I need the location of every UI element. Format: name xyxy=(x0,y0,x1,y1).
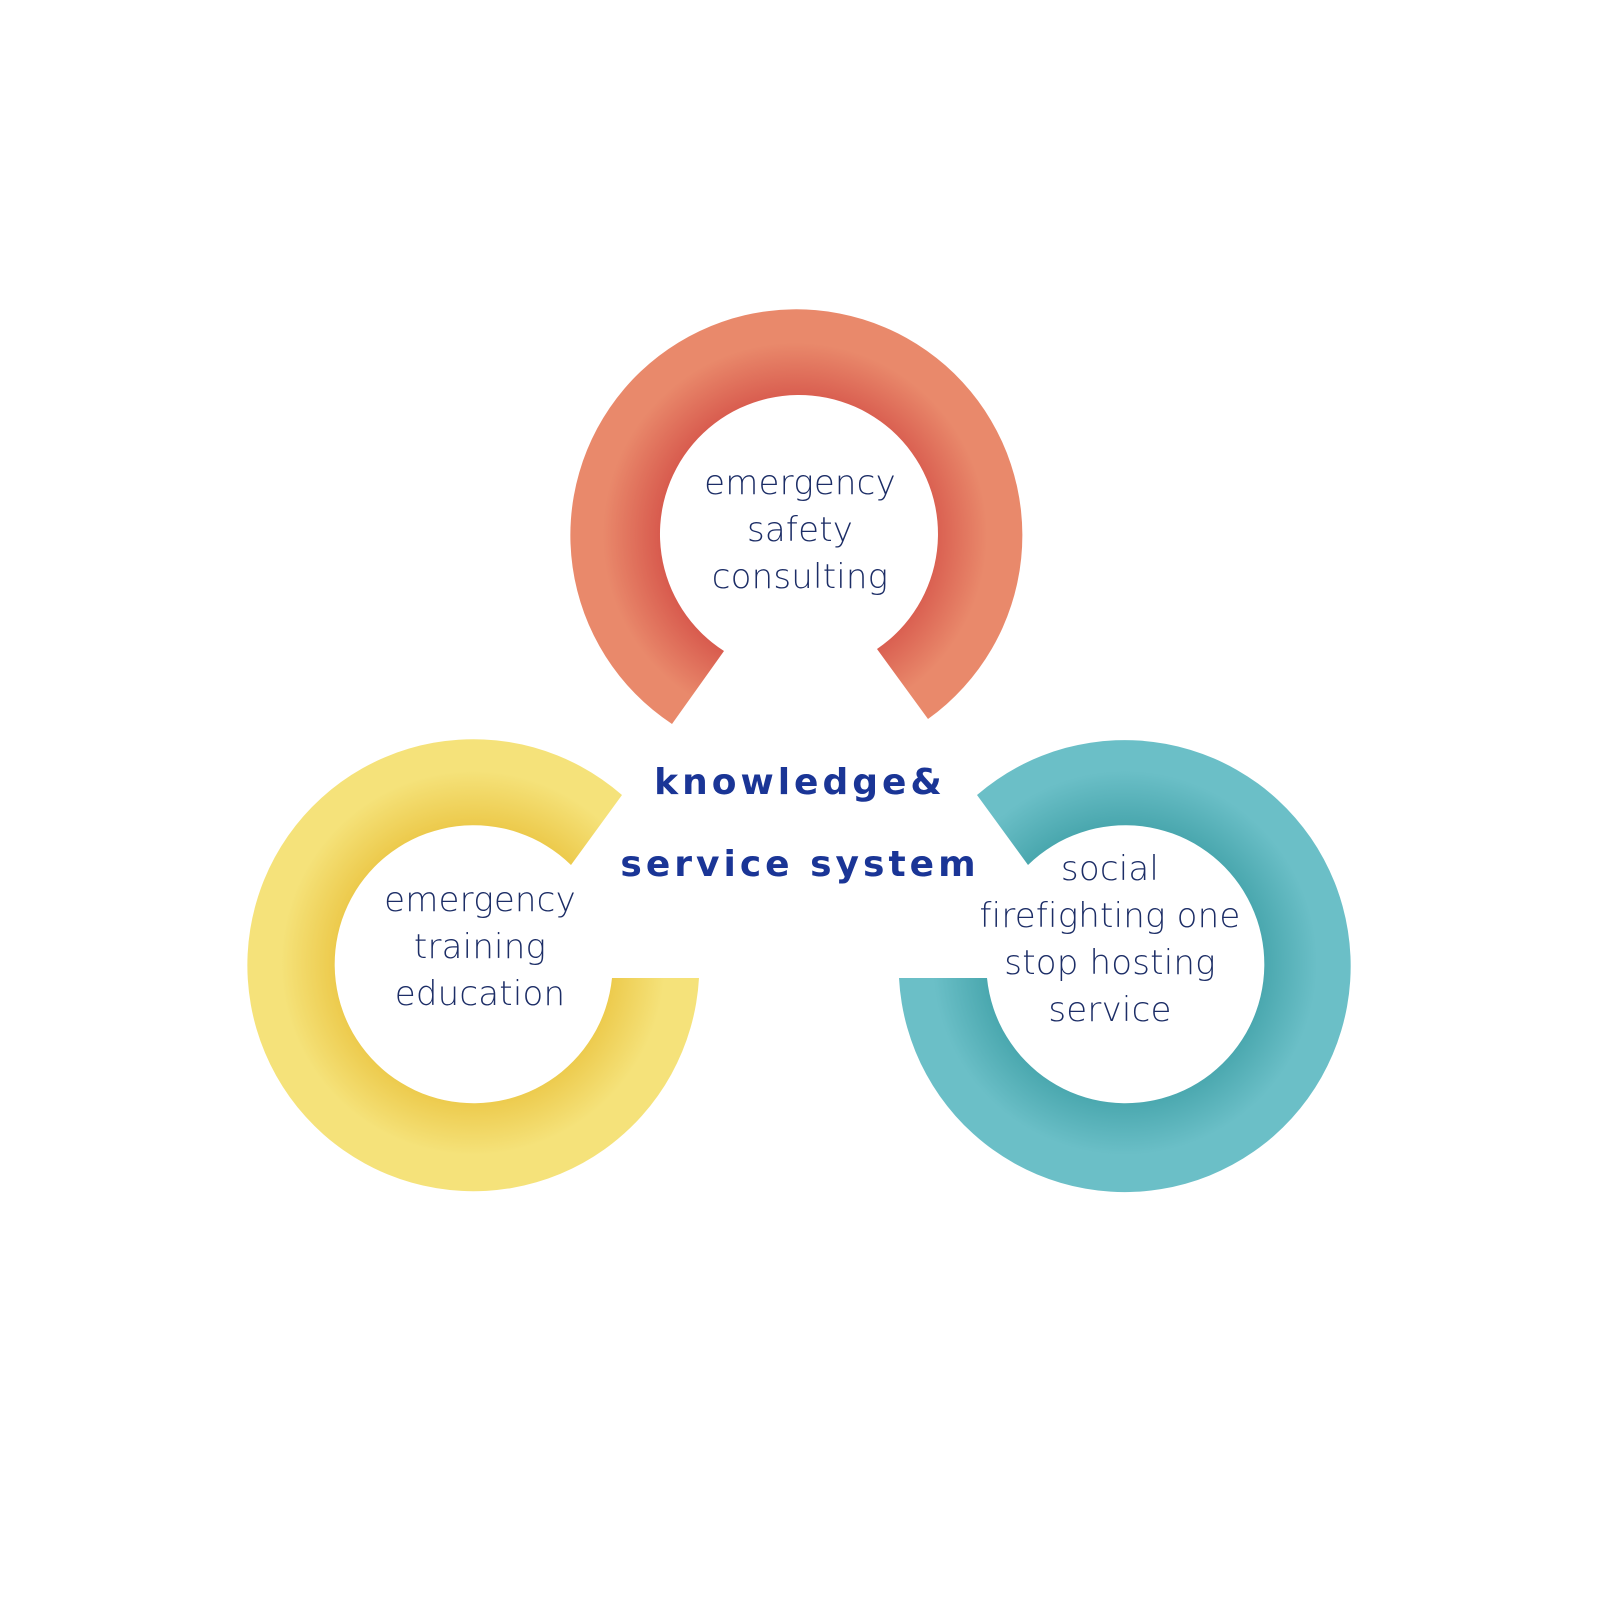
node-label-line: emergency xyxy=(704,463,896,503)
center-title-line2: service system xyxy=(620,844,980,885)
node-label-line: training xyxy=(413,927,547,967)
node-label-firefighting-hosting: social firefighting one stop hosting ser… xyxy=(960,846,1260,1034)
node-label-line: social xyxy=(1060,849,1160,889)
node-label-training-education: emergency training education xyxy=(330,877,630,1018)
ring-top xyxy=(570,309,1023,724)
node-label-line: service xyxy=(1048,990,1172,1030)
node-label-safety-consulting: emergency safety consulting xyxy=(650,460,950,601)
node-label-line: firefighting one xyxy=(979,896,1241,936)
node-label-line: safety xyxy=(746,510,854,550)
node-label-line: consulting xyxy=(711,557,889,597)
ring-left xyxy=(247,739,700,1192)
ring-right xyxy=(899,740,1351,1193)
center-title-line1: knowledge& xyxy=(654,762,946,803)
node-label-line: education xyxy=(394,974,566,1014)
node-label-line: stop hosting xyxy=(1004,943,1216,983)
node-label-line: emergency xyxy=(384,880,576,920)
